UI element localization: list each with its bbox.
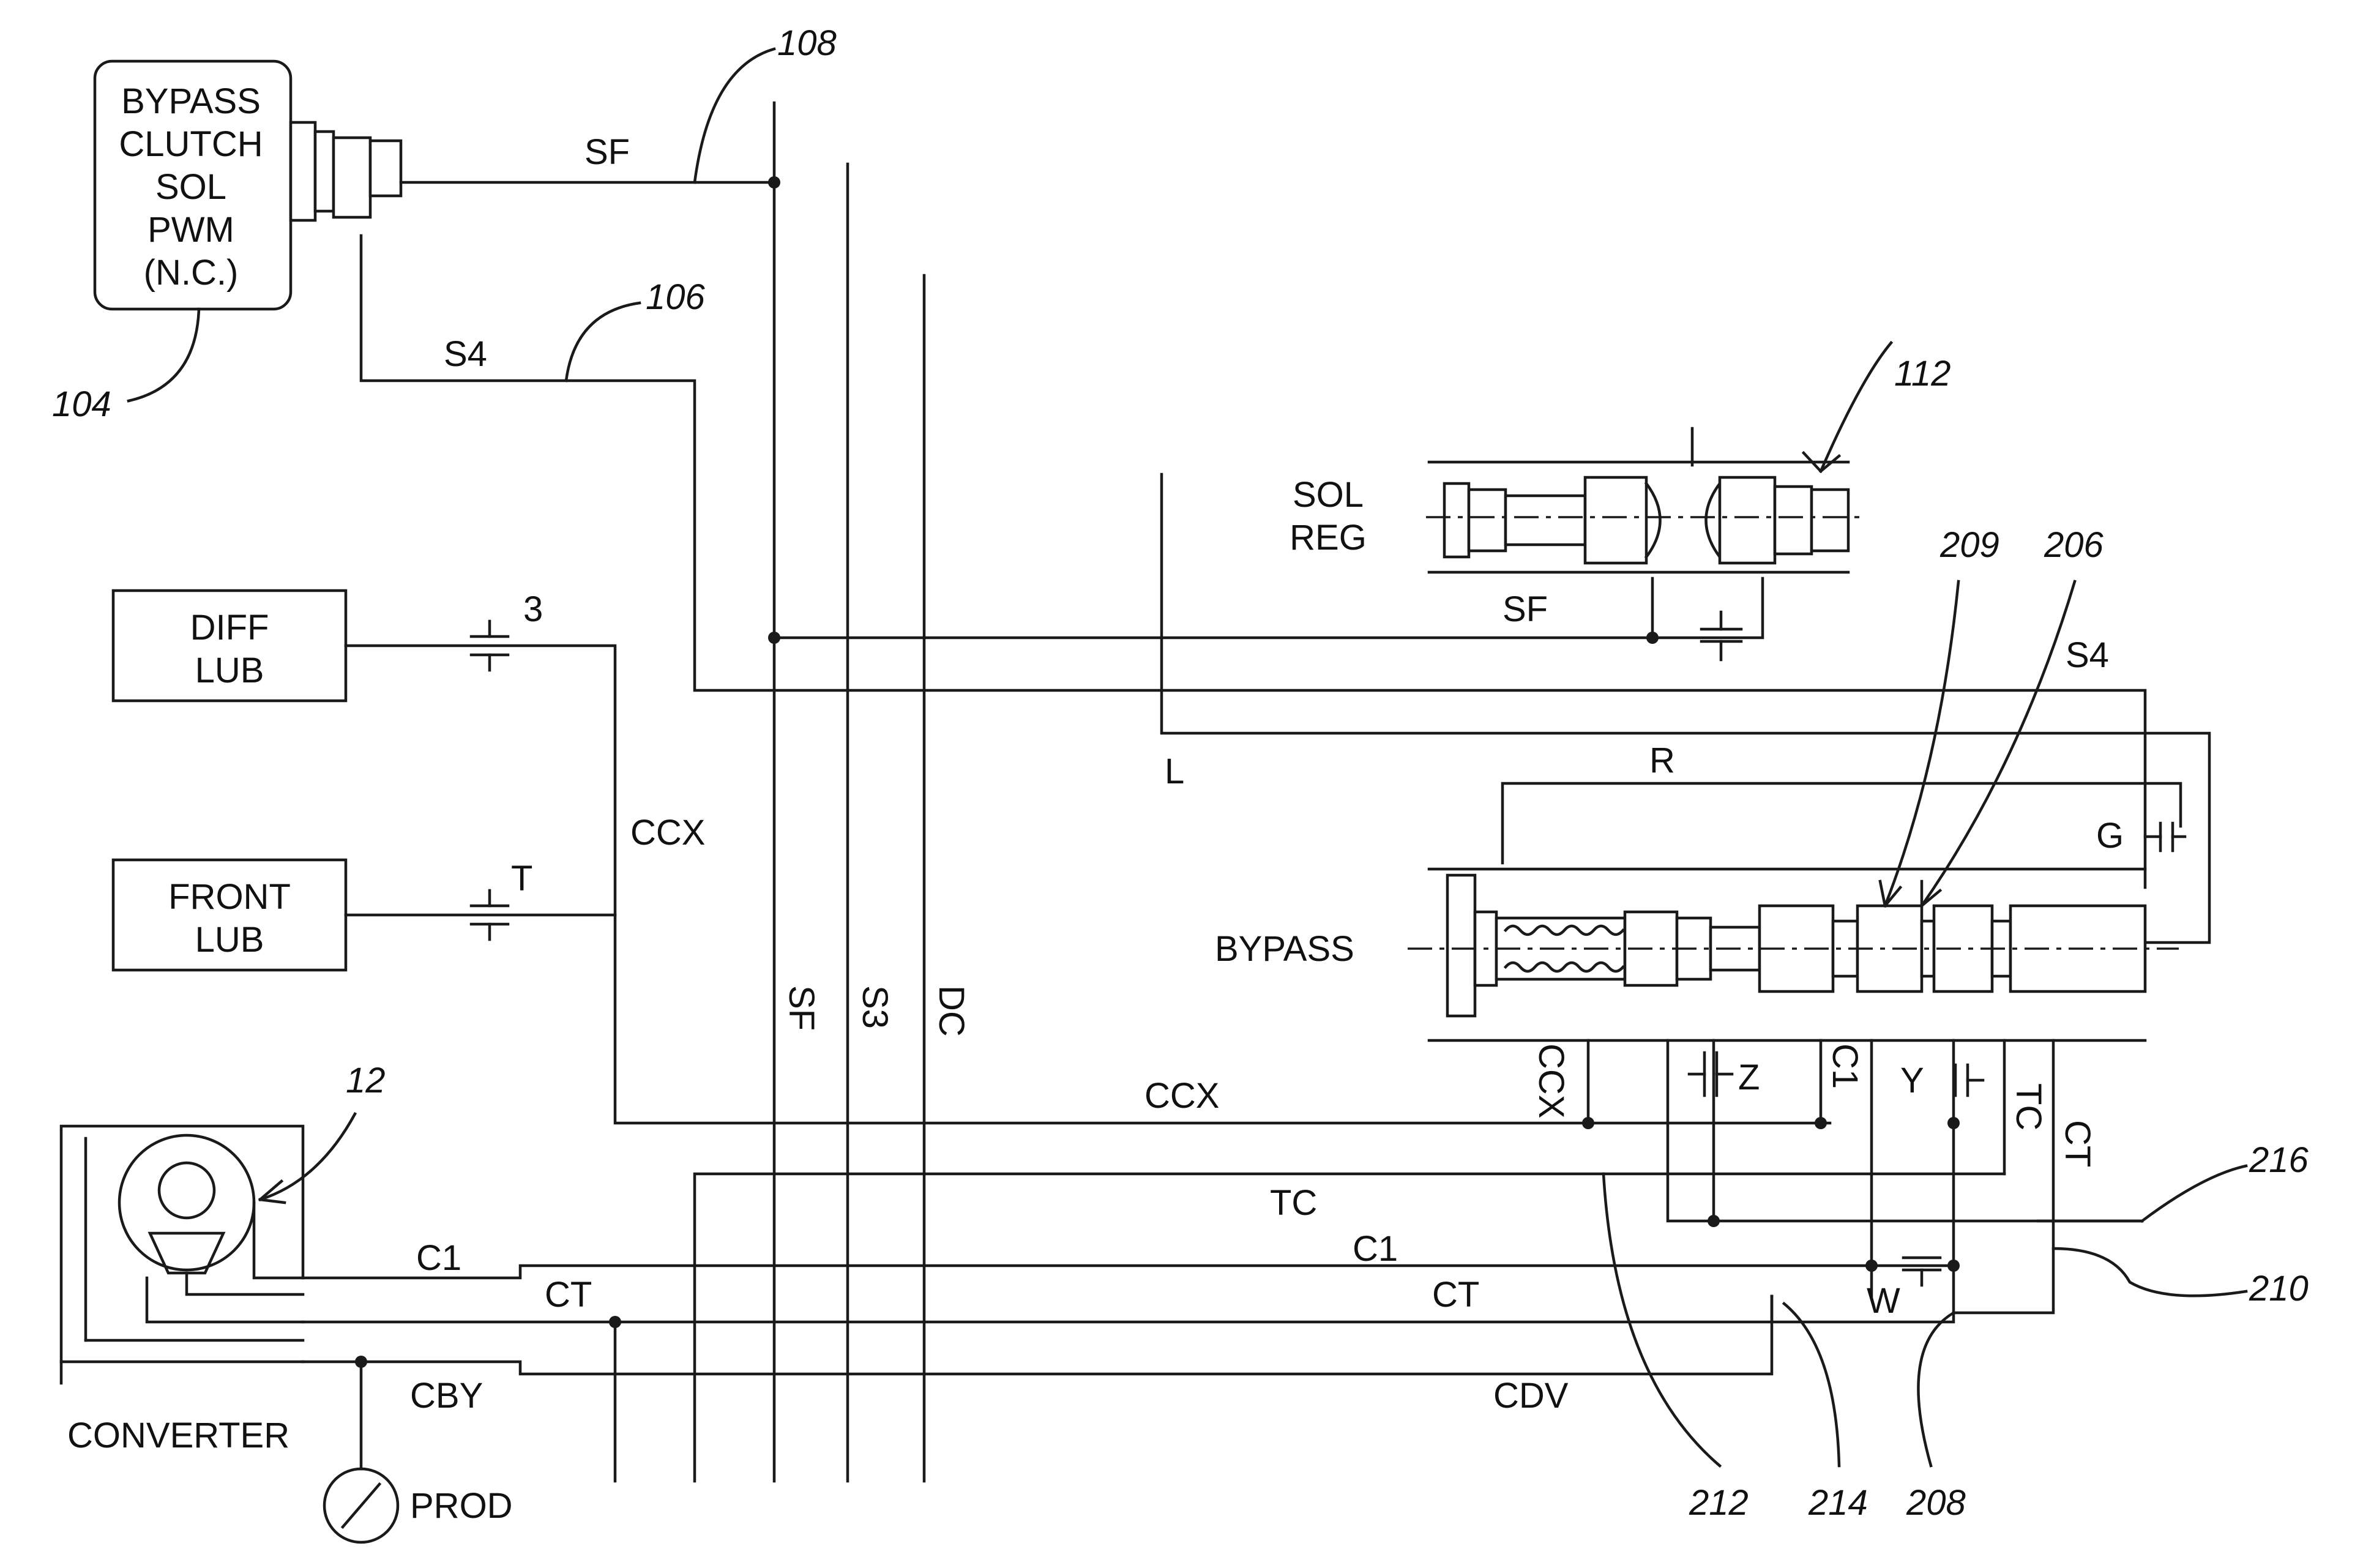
ref-12: 12: [346, 1061, 386, 1100]
ref-216: 216: [2249, 1140, 2309, 1180]
sf-to-sol-reg: SF: [774, 578, 1763, 660]
sol-reg-valve: SOL REG: [1290, 343, 1891, 572]
orifice-w-label: W: [1867, 1281, 1900, 1321]
orifice-t-label: T: [511, 859, 532, 898]
bypass-clutch-solenoid: BYPASS CLUTCH SOL PWM (N.C.): [95, 61, 401, 309]
ref-106: 106: [646, 277, 706, 317]
c1-port-label: C1: [1825, 1043, 1865, 1089]
sf-feed-line: SF: [401, 132, 774, 182]
dc-bus-label: DC: [931, 985, 971, 1037]
tc-port-label: TC: [2009, 1083, 2048, 1130]
s3-bus-label: S3: [855, 985, 895, 1029]
s4-line: S4 S4: [361, 236, 2145, 887]
ccx-label-vertical: CCX: [630, 813, 705, 853]
torque-converter: CONVERTER: [61, 1126, 303, 1455]
cby-label: CBY: [410, 1376, 483, 1416]
cdv-label: CDV: [1493, 1376, 1569, 1416]
c1-label-left: C1: [416, 1238, 461, 1278]
ref-212: 212: [1689, 1483, 1749, 1523]
front-lub-line-1: FRONT: [168, 877, 291, 917]
ref-104: 104: [52, 384, 111, 424]
r-label: R: [1649, 741, 1675, 780]
ccx-label-horizontal: CCX: [1144, 1076, 1219, 1116]
l-label: L: [1165, 752, 1184, 791]
orifice-3-label: 3: [523, 589, 543, 629]
ref-209: 209: [1939, 525, 1999, 565]
r-line: R G: [1503, 741, 2185, 863]
ccx-port-label: CCX: [1531, 1043, 1571, 1118]
sf-bus-label: SF: [782, 985, 821, 1031]
solenoid-label-line-2: CLUTCH: [119, 124, 263, 164]
bypass-ports: CCX Z C1 Y TC CT: [1531, 1040, 2142, 1313]
c1-label-right: C1: [1353, 1229, 1398, 1269]
ref-206: 206: [2044, 525, 2104, 565]
ct-port-label: CT: [2058, 1120, 2097, 1167]
bypass-valve: BYPASS: [1215, 581, 2179, 1040]
ct-label-right: CT: [1432, 1275, 1479, 1315]
sf-label-top: SF: [584, 132, 630, 172]
ref-210: 210: [2249, 1269, 2309, 1309]
diff-lub-line-1: DIFF: [190, 608, 269, 648]
vertical-buses: SF S3 DC: [768, 103, 971, 1481]
ref-108: 108: [777, 23, 837, 63]
solenoid-label-line-4: PWM: [147, 210, 234, 250]
s4-label-left: S4: [444, 334, 487, 374]
ref-208: 208: [1906, 1483, 1966, 1523]
ref-214: 214: [1808, 1483, 1868, 1523]
orifice-z-label: Z: [1738, 1058, 1760, 1097]
front-lub-line-2: LUB: [195, 920, 264, 960]
tc-label: TC: [1270, 1183, 1317, 1223]
sol-reg-label-1: SOL: [1293, 475, 1364, 515]
orifice-g-label: G: [2096, 816, 2124, 856]
bypass-valve-label: BYPASS: [1215, 929, 1354, 969]
orifice-y-label: Y: [1900, 1061, 1924, 1100]
lube-circuit: DIFF LUB FRONT LUB 3 T CCX CCX: [113, 589, 1830, 1123]
s4-label-right: S4: [2066, 635, 2109, 675]
sf-label-sol-reg: SF: [1503, 589, 1548, 629]
diff-lub-line-2: LUB: [195, 651, 264, 690]
solenoid-label-line-3: SOL: [155, 167, 226, 207]
solenoid-label-line-5: (N.C.): [144, 253, 239, 293]
ct-label-left: CT: [545, 1275, 592, 1315]
solenoid-label-line-1: BYPASS: [121, 81, 261, 121]
sol-reg-label-2: REG: [1290, 518, 1367, 558]
prod-label: PROD: [410, 1486, 513, 1526]
ref-112: 112: [1894, 354, 1951, 394]
converter-label: CONVERTER: [67, 1416, 289, 1455]
